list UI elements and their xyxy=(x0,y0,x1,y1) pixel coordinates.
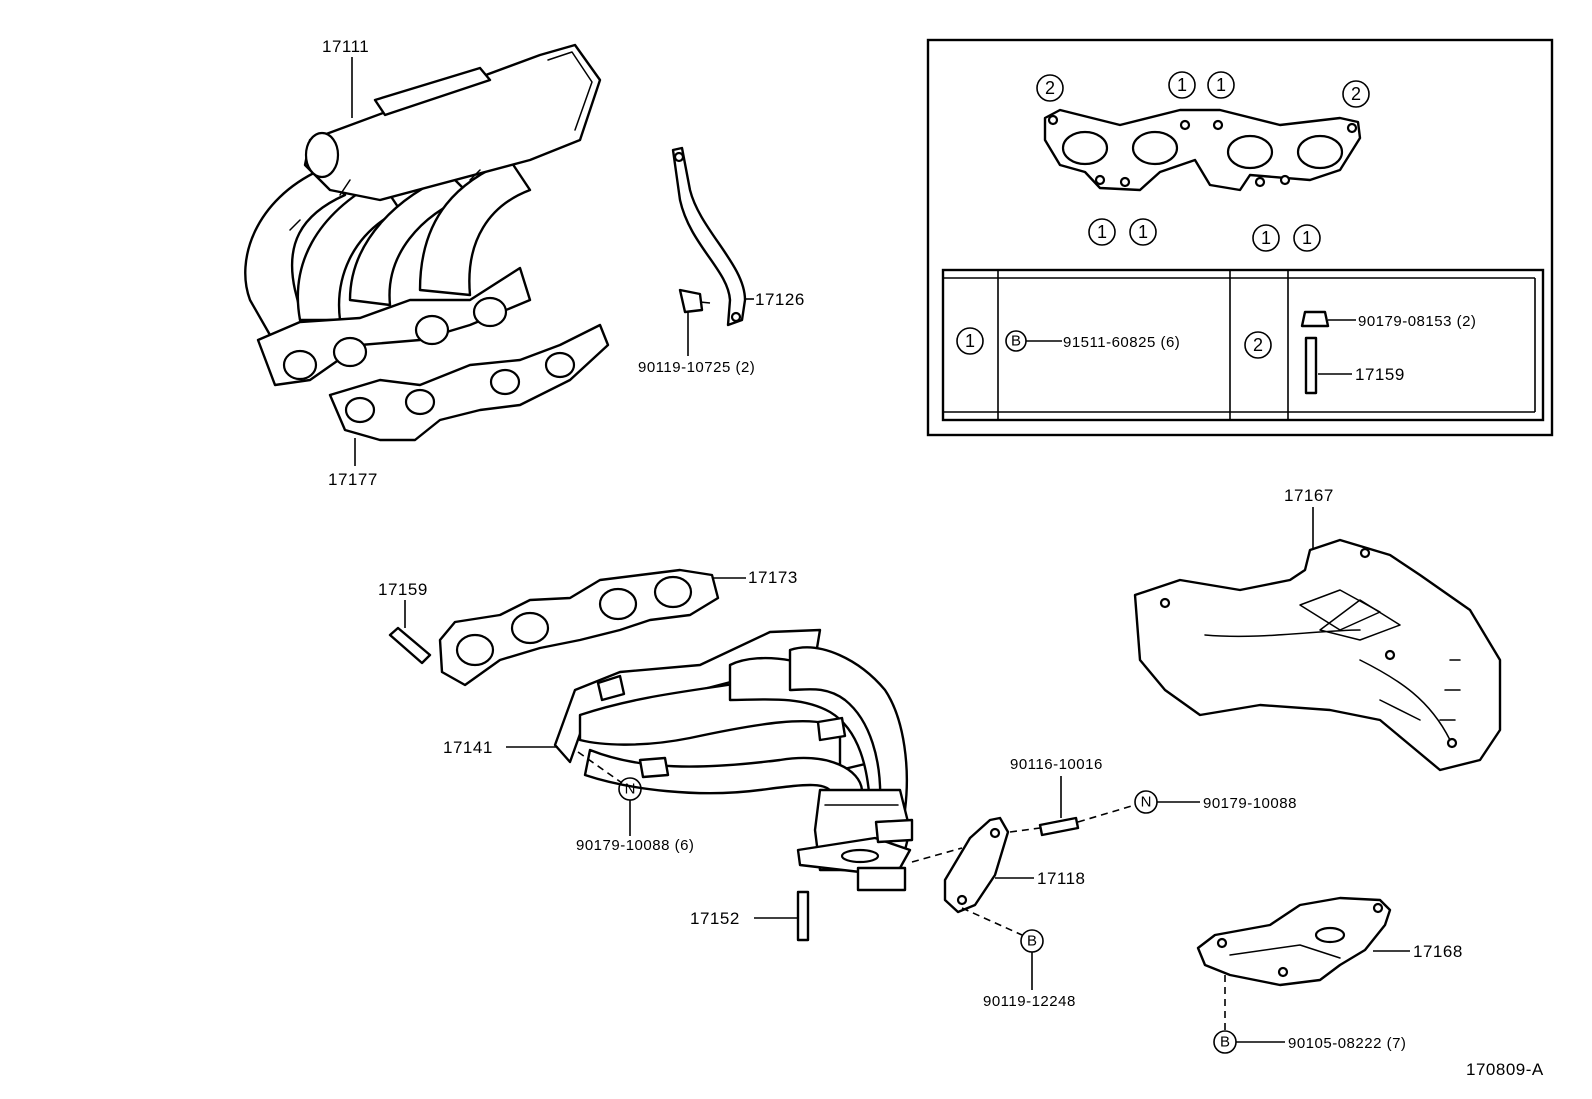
stud-17159-drawing xyxy=(388,626,432,665)
svg-text:2: 2 xyxy=(1351,84,1361,104)
svg-text:1: 1 xyxy=(1216,75,1226,95)
legend-stud-icon xyxy=(1304,336,1318,395)
diagram-id: 170809-A xyxy=(1466,1060,1544,1079)
svg-text:1: 1 xyxy=(1302,228,1312,248)
gasket-detail-inset xyxy=(926,38,1554,437)
bracket-17118-drawing xyxy=(943,816,1010,914)
part-label-17141: 17141 xyxy=(443,738,493,757)
bolt-b-symbol-bracket-text: B xyxy=(1027,933,1037,950)
svg-text:2: 2 xyxy=(1045,78,1055,98)
svg-text:1: 1 xyxy=(1261,228,1271,248)
part-label-90119-10725: 90119-10725 (2) xyxy=(638,359,755,376)
exhaust-manifold-drawing xyxy=(553,628,914,892)
stud-90116-drawing xyxy=(1038,816,1080,837)
part-label-17152: 17152 xyxy=(690,909,740,928)
part-label-90105-08222: 90105-08222 (7) xyxy=(1288,1035,1406,1052)
legend-row-2-nut: 90179-08153 (2) xyxy=(1358,313,1476,330)
legend-row-2-stud: 17159 xyxy=(1355,365,1405,384)
part-label-90116-10016: 90116-10016 xyxy=(1010,756,1103,773)
bolt-b-symbol-insulator-text: B xyxy=(1220,1034,1230,1051)
legend-nut-icon xyxy=(1300,310,1330,328)
svg-text:1: 1 xyxy=(1138,222,1148,242)
part-label-17126: 17126 xyxy=(755,290,805,309)
gasket-position-markers: 2 1 1 2 1 1 1 1 xyxy=(1036,71,1370,252)
part-label-17168: 17168 xyxy=(1413,942,1463,961)
part-label-17173: 17173 xyxy=(748,568,798,587)
part-label-17167: 17167 xyxy=(1284,486,1334,505)
legend-row-2-marker-text: 2 xyxy=(1253,335,1263,355)
stud-17152-drawing xyxy=(796,890,810,942)
gasket-legend-table xyxy=(941,268,1545,422)
part-label-17159: 17159 xyxy=(378,580,428,599)
manifold-gasket-upper-drawing xyxy=(328,323,610,442)
legend-bolt-symbol-text: B xyxy=(1011,333,1021,350)
exhaust-gasket-drawing xyxy=(438,568,720,687)
heat-insulator-upper-drawing xyxy=(1133,538,1502,772)
legend-row-1-marker-text: 1 xyxy=(965,331,975,351)
heat-insulator-lower-drawing xyxy=(1196,896,1392,987)
legend-row-1-part: 91511-60825 (6) xyxy=(1063,334,1180,351)
svg-text:1: 1 xyxy=(1177,75,1187,95)
part-label-90119-12248: 90119-12248 xyxy=(983,993,1076,1010)
gasket-detail-drawing xyxy=(1043,108,1362,192)
part-label-90179-10088: 90179-10088 xyxy=(1203,795,1297,812)
intake-manifold-drawing xyxy=(244,43,602,387)
svg-text:1: 1 xyxy=(1097,222,1107,242)
part-label-17118: 17118 xyxy=(1037,869,1086,888)
legend-row-1-marker xyxy=(956,327,984,355)
stay-drawing xyxy=(671,146,747,327)
part-label-17111: 17111 xyxy=(322,37,369,56)
legend-row-2-marker xyxy=(1244,331,1272,359)
nut-n-symbol-left-text: N xyxy=(625,781,636,798)
part-label-90179-10088-6: 90179-10088 (6) xyxy=(576,837,694,854)
part-label-17177: 17177 xyxy=(328,470,378,489)
nut-n-symbol-right-text: N xyxy=(1141,794,1152,811)
